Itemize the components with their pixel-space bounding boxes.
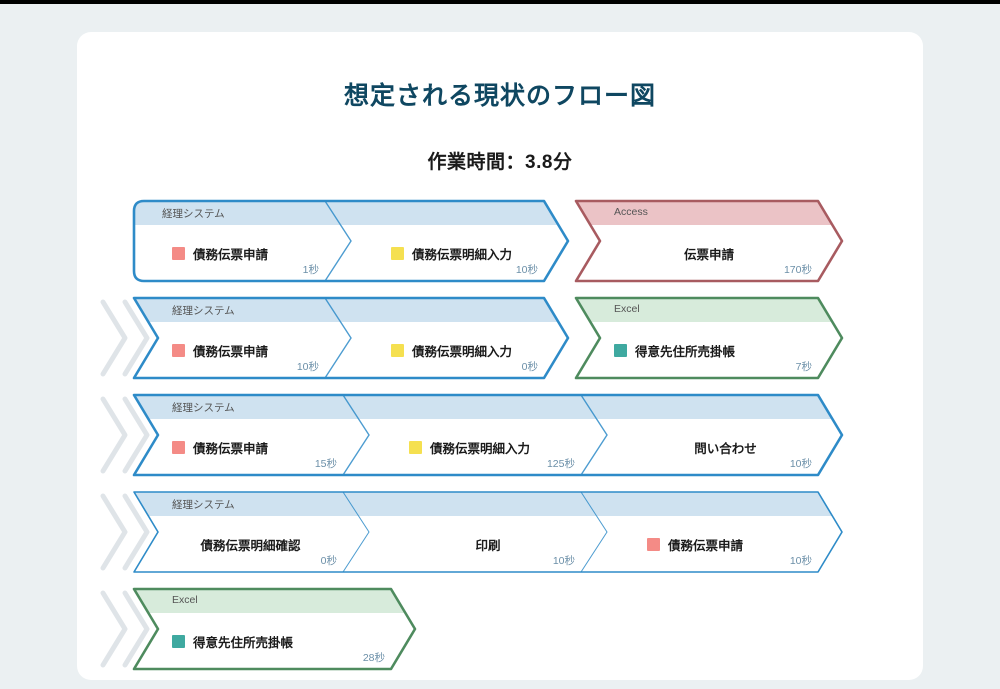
flow-row: 経理システム債務伝票明細確認 0秒 印刷 10秒 債務伝票申請 10秒 [77,478,923,575]
total-work-time: 作業時間：3.8分 [427,152,573,173]
flow-group-excel[interactable]: Excel 得意先住所売掛帳 28秒 [132,587,417,671]
top-edge-band [0,0,1000,4]
flow-row: 経理システム債務伝票申請 15秒 債務伝票明細入力 125秒 問い合わせ 10秒 [77,381,923,478]
flow-step-duration: 10秒 [515,264,538,276]
flow-group-accounting[interactable]: 経理システム債務伝票申請 10秒 債務伝票明細入力 0秒 [132,296,570,380]
color-swatch-icon [647,538,660,551]
flow-step-text: 債務伝票申請 [668,539,744,553]
flow-step-duration: 0秒 [320,555,337,567]
flow-step[interactable]: 債務伝票申請 1秒 [132,199,351,283]
color-swatch-icon [409,441,422,454]
flow-step-label: 伝票申請 [574,244,857,263]
color-swatch-icon [391,247,404,260]
page-title: 想定される現状のフロー図 [343,82,656,110]
color-swatch-icon [614,344,627,357]
system-name-label: 経理システム [172,499,235,511]
flow-step[interactable]: 債務伝票申請 10秒 [607,490,844,574]
flow-step-label: 債務伝票明細入力 [351,341,610,360]
flow-step-text: 得意先住所売掛帳 [193,636,294,650]
flow-step-text: 債務伝票申請 [193,248,269,262]
flow-step-label: 債務伝票申請 [607,535,884,554]
continuation-chevron-icon [99,490,161,574]
color-swatch-icon [391,344,404,357]
flow-step[interactable]: 伝票申請 170秒 [574,199,844,283]
continuation-chevron-icon [99,296,161,380]
flow-step-label: 問い合わせ [607,438,857,457]
flow-row: 経理システム債務伝票申請 10秒 債務伝票明細入力 0秒 Excel 得意先住所売掛帳 7秒 [77,284,923,381]
flow-step-duration: 10秒 [552,555,575,567]
flow-step-duration: 10秒 [296,361,319,373]
flow-step[interactable]: 印刷 10秒 [369,490,607,574]
flow-step[interactable]: 得意先住所売掛帳 28秒 [132,587,417,671]
flow-step-duration: 170秒 [783,264,812,276]
color-swatch-icon [172,344,185,357]
flow-step-text: 債務伝票明細確認 [200,539,301,553]
flow-step-text: 債務伝票明細入力 [412,345,513,359]
flow-step-text: 債務伝票明細入力 [412,248,513,262]
flow-step-label: 得意先住所売掛帳 [132,632,457,651]
flow-step-duration: 10秒 [789,555,812,567]
system-name-label: Excel [172,594,198,606]
flow-step[interactable]: 債務伝票明細入力 125秒 [369,393,607,477]
flow-step-duration: 7秒 [795,361,812,373]
flow-step-text: 伝票申請 [683,248,734,262]
system-name-label: Access [614,206,648,218]
flow-step[interactable]: 債務伝票申請 15秒 [132,393,369,477]
flow-step-label: 得意先住所売掛帳 [574,341,884,360]
flow-step-label: 債務伝票申請 [132,341,391,360]
flow-step[interactable]: 債務伝票申請 10秒 [132,296,351,380]
flow-step-text: 債務伝票明細入力 [430,442,531,456]
flow-step-duration: 15秒 [314,458,337,470]
flow-step[interactable]: 債務伝票明細確認 0秒 [132,490,369,574]
flow-group-access[interactable]: Access 伝票申請 170秒 [574,199,844,283]
flow-step-text: 債務伝票申請 [193,442,269,456]
flow-step-label: 債務伝票明細入力 [351,244,610,263]
system-name-label: 経理システム [162,208,225,220]
continuation-chevron-icon [99,587,161,671]
color-swatch-icon [172,441,185,454]
flow-step-label: 印刷 [369,535,620,554]
flow-step-duration: 0秒 [521,361,538,373]
flow-step-label: 債務伝票申請 [132,438,409,457]
flow-step-label: 債務伝票明細入力 [369,438,647,457]
continuation-chevron-icon [99,393,161,477]
flow-step[interactable]: 得意先住所売掛帳 7秒 [574,296,844,380]
system-name-label: 経理システム [172,402,235,414]
flow-step-label: 債務伝票明細確認 [132,535,382,554]
flow-step-text: 債務伝票申請 [193,345,269,359]
flow-step-duration: 10秒 [789,458,812,470]
flow-step-text: 印刷 [475,539,501,553]
flow-step[interactable]: 債務伝票明細入力 0秒 [351,296,570,380]
color-swatch-icon [172,247,185,260]
system-name-label: 経理システム [172,305,235,317]
flow-step-text: 得意先住所売掛帳 [635,345,736,359]
flow-group-accounting[interactable]: 経理システム債務伝票申請 15秒 債務伝票明細入力 125秒 問い合わせ 10秒 [132,393,844,477]
flow-step-text: 問い合わせ [694,442,757,456]
flow-step-duration: 28秒 [362,652,385,664]
color-swatch-icon [172,635,185,648]
flow-step-duration: 1秒 [302,264,319,276]
flow-step-label: 債務伝票申請 [132,244,391,263]
system-name-label: Excel [614,303,640,315]
flow-step-duration: 125秒 [546,458,575,470]
flow-step[interactable]: 問い合わせ 10秒 [607,393,844,477]
flow-group-accounting[interactable]: 経理システム債務伝票明細確認 0秒 印刷 10秒 債務伝票申請 10秒 [132,490,844,574]
flow-group-excel[interactable]: Excel 得意先住所売掛帳 7秒 [574,296,844,380]
flow-row: Excel 得意先住所売掛帳 28秒 [77,575,923,672]
